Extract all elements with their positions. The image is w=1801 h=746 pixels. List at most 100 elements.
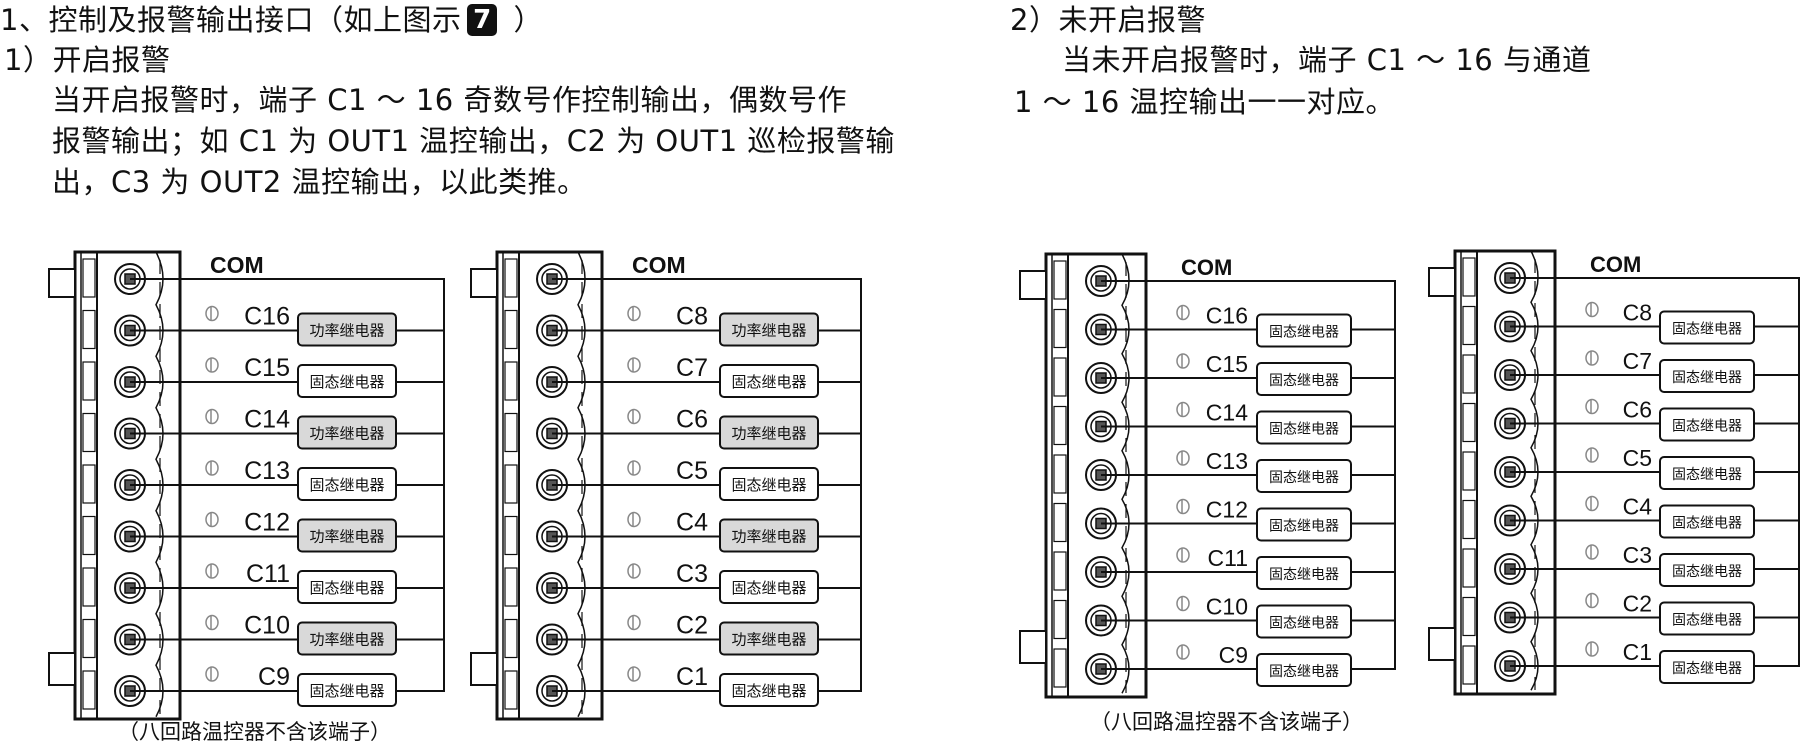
relay-label: 固态继电器 — [731, 374, 806, 391]
relay-label: 功率继电器 — [731, 323, 806, 340]
rail-slot — [504, 670, 518, 710]
terminal-label: C13 — [244, 457, 290, 485]
terminal-label: C6 — [1623, 397, 1652, 423]
terminal-label: C8 — [676, 303, 708, 331]
rail-slot — [82, 412, 96, 453]
alarm-on-heading: 1）开启报警 — [4, 43, 171, 77]
terminal-label: C5 — [1623, 445, 1652, 471]
alarm-on-paragraph-line-3: 出，C3 为 OUT2 温控输出，以此类推。 — [52, 165, 587, 199]
led-indicator-icon — [205, 563, 219, 579]
relay-label: 固态继电器 — [1672, 612, 1742, 628]
relay-label: 功率继电器 — [731, 529, 806, 546]
led-indicator-icon — [1585, 592, 1599, 609]
terminal-label: C12 — [244, 509, 290, 537]
led-indicator-icon — [627, 563, 641, 579]
led-indicator-icon — [205, 666, 219, 682]
terminal-label: C7 — [1623, 348, 1652, 374]
relay-label: 固态继电器 — [1672, 321, 1742, 337]
alarm-off-paragraph-line-1: 当未开启报警时，端子 C1 ～ 16 与通道 — [1062, 43, 1592, 77]
relay-label: 固态继电器 — [1269, 566, 1339, 582]
terminal-label: C4 — [676, 509, 708, 537]
led-indicator-icon — [205, 357, 219, 373]
terminal-label: C15 — [244, 354, 290, 382]
led-indicator-icon — [205, 614, 219, 631]
terminal-label: C9 — [1219, 642, 1248, 668]
terminal-label: C10 — [1206, 594, 1248, 620]
led-indicator-icon — [1176, 498, 1190, 515]
led-indicator-icon — [1585, 544, 1599, 560]
mounting-tab — [1019, 630, 1047, 664]
section-title-text: 1、控制及报警输出接口（如上图示 — [0, 3, 462, 37]
led-indicator-icon — [627, 666, 641, 682]
relay-label: 固态继电器 — [1269, 663, 1339, 679]
rail-slot — [82, 464, 96, 504]
terminal-label: C1 — [676, 663, 708, 691]
relay-label: 固态继电器 — [1672, 563, 1742, 579]
com-label: COM — [1590, 252, 1641, 277]
relay-label: 固态继电器 — [309, 477, 384, 494]
terminal-diagram-alarm-off-8: COMC8固态继电器C7固态继电器C6固态继电器C5固态继电器C4固态继电器C3… — [1428, 249, 1800, 696]
led-indicator-icon — [1585, 398, 1599, 415]
terminal-label: C9 — [258, 663, 290, 691]
led-indicator-icon — [1585, 350, 1599, 366]
led-indicator-icon — [205, 408, 219, 425]
rail-slot — [1462, 354, 1476, 394]
com-label: COM — [632, 252, 686, 278]
terminal-label: C4 — [1623, 494, 1653, 520]
led-indicator-icon — [1176, 304, 1190, 321]
terminal-label: C2 — [676, 612, 708, 640]
rail-slot — [1462, 548, 1476, 588]
rail-slot — [1462, 596, 1476, 637]
relay-label: 固态继电器 — [1269, 324, 1339, 340]
terminal-label: C3 — [676, 560, 708, 588]
mounting-tab — [470, 268, 498, 298]
rail-slot — [1053, 308, 1067, 349]
relay-label: 固态继电器 — [1269, 518, 1339, 534]
rail-slot — [1053, 599, 1067, 640]
rail-slot — [82, 309, 96, 350]
rail-slot — [1462, 645, 1476, 685]
com-label: COM — [210, 252, 264, 278]
rail-slot — [504, 309, 518, 350]
terminal-label: C14 — [244, 406, 290, 434]
relay-label: 固态继电器 — [731, 683, 806, 700]
relay-label: 固态继电器 — [731, 477, 806, 494]
relay-label: 固态继电器 — [731, 580, 806, 597]
rail-slot — [1053, 405, 1067, 446]
relay-label: 固态继电器 — [1269, 615, 1339, 631]
rail-slot — [1053, 648, 1067, 688]
led-indicator-icon — [205, 511, 219, 528]
mounting-tab — [470, 652, 498, 686]
relay-label: 固态继电器 — [309, 580, 384, 597]
relay-label: 固态继电器 — [1269, 372, 1339, 388]
rail-slot — [1462, 257, 1476, 297]
led-indicator-icon — [1176, 353, 1190, 369]
rail-slot — [82, 258, 96, 298]
rail-slot — [82, 567, 96, 607]
terminal-label: C6 — [676, 406, 708, 434]
terminal-diagram-alarm-on-8: COMC8功率继电器C7固态继电器C6功率继电器C5固态继电器C4功率继电器C3… — [470, 250, 862, 721]
mounting-tab — [1428, 627, 1456, 661]
com-label: COM — [1181, 255, 1232, 280]
mounting-tab — [1019, 270, 1047, 300]
relay-label: 功率继电器 — [309, 529, 384, 546]
relay-label: 功率继电器 — [309, 323, 384, 340]
relay-label: 功率继电器 — [731, 632, 806, 649]
rail-slot — [82, 670, 96, 710]
rail-slot — [504, 464, 518, 504]
mounting-tab — [48, 268, 76, 298]
terminal-diagram-alarm-off-16: COMC16固态继电器C15固态继电器C14固态继电器C13固态继电器C12固态… — [1019, 252, 1396, 699]
rail-slot — [1053, 502, 1067, 543]
figure-ref-badge: 7 — [467, 4, 498, 36]
terminal-label: C8 — [1623, 300, 1652, 326]
rail-slot — [504, 567, 518, 607]
relay-label: 固态继电器 — [1269, 469, 1339, 485]
caption-alarm-on: （八回路温控器不含该端子） — [118, 720, 391, 744]
relay-label: 固态继电器 — [1269, 421, 1339, 437]
relay-label: 功率继电器 — [731, 426, 806, 443]
led-indicator-icon — [205, 305, 219, 322]
relay-label: 固态继电器 — [1672, 466, 1742, 482]
terminal-label: C11 — [246, 560, 290, 588]
rail-slot — [82, 618, 96, 659]
caption-alarm-off: （八回路温控器不含该端子） — [1090, 710, 1363, 734]
